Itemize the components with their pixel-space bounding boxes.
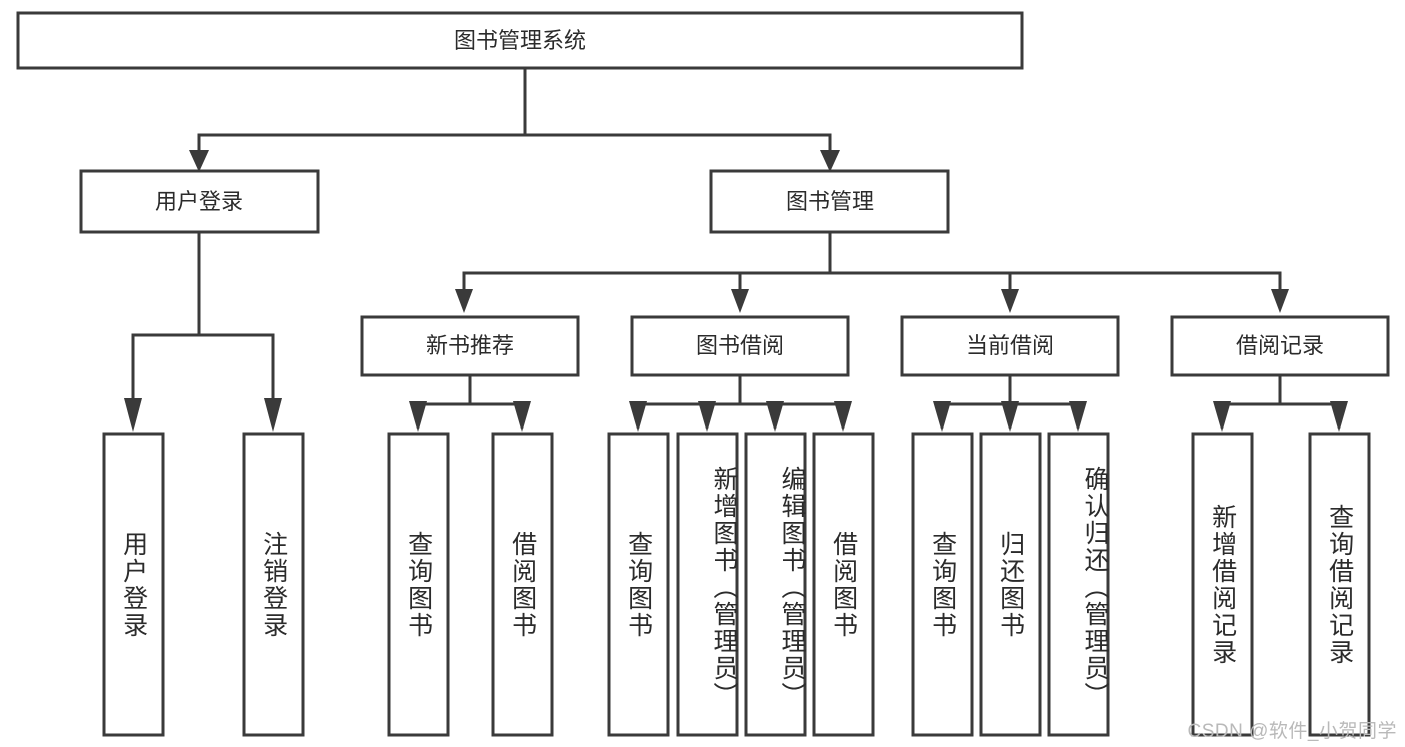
node-leaf-book-borrow-3-box[interactable] (744, 432, 807, 737)
arrowhead-borrow-record-leaf-1 (1213, 401, 1231, 432)
arrowhead-current-borrow-leaf-2 (1001, 401, 1019, 432)
arrowhead-user-login (189, 150, 209, 172)
node-book-borrow-box[interactable] (630, 315, 850, 377)
arrowhead-new-book-leaf-1 (409, 401, 427, 432)
node-user-login-label: 用户登录 (155, 189, 243, 214)
arrowhead-new-book-leaf-2 (513, 401, 531, 432)
arrowhead-new-book (455, 289, 473, 313)
node-leaf-user-login-1-box[interactable] (102, 432, 165, 737)
arrowhead-user-login-leaf-2 (264, 398, 282, 432)
node-leaf-current-borrow-3-box[interactable] (1047, 432, 1110, 737)
node-leaf-new-book-1-box[interactable] (387, 432, 450, 737)
arrowhead-current-borrow-leaf-1 (933, 401, 951, 432)
node-leaf-book-borrow-1-box[interactable] (607, 432, 670, 737)
node-borrow-record-label: 借阅记录 (1236, 333, 1324, 358)
arrowhead-current-borrow (1001, 289, 1019, 313)
node-current-borrow-box[interactable] (900, 315, 1120, 377)
node-new-book-box[interactable] (360, 315, 580, 377)
node-leaf-borrow-record-2-box[interactable] (1308, 432, 1371, 737)
node-leaf-book-borrow-2-box[interactable] (676, 432, 739, 737)
arrowhead-book-borrow-leaf-4 (834, 401, 852, 432)
arrowhead-borrow-record-leaf-2 (1330, 401, 1348, 432)
node-root-box[interactable] (16, 11, 1024, 70)
node-book-manage-box[interactable] (709, 169, 950, 234)
node-leaf-current-borrow-1-box[interactable] (911, 432, 974, 737)
node-current-borrow-label: 当前借阅 (966, 333, 1054, 358)
arrowhead-layer (124, 150, 1348, 432)
node-leaf-user-login-2-box[interactable] (242, 432, 305, 737)
arrowhead-book-borrow-leaf-2 (698, 401, 716, 432)
arrowhead-user-login-leaf-1 (124, 398, 142, 432)
arrowhead-book-borrow (731, 289, 749, 313)
arrowhead-current-borrow-leaf-3 (1069, 401, 1087, 432)
node-leaf-book-borrow-4-box[interactable] (812, 432, 875, 737)
node-leaf-current-borrow-2-box[interactable] (979, 432, 1042, 737)
node-root-label: 图书管理系统 (454, 28, 586, 53)
csdn-watermark: CSDN @软件_小贺同学 (1187, 721, 1397, 742)
node-leaf-new-book-2-box[interactable] (491, 432, 554, 737)
arrowhead-book-manage (820, 150, 840, 172)
arrowhead-book-borrow-leaf-3 (766, 401, 784, 432)
node-borrow-record-box[interactable] (1170, 315, 1390, 377)
node-book-borrow-label: 图书借阅 (696, 333, 784, 358)
node-new-book-label: 新书推荐 (426, 333, 514, 358)
arrowhead-book-borrow-leaf-1 (629, 401, 647, 432)
node-layer: 图书管理系统 用户登录 图书管理 新书推荐 图书借阅 当前借阅 借阅记录 (16, 11, 1390, 737)
arrowhead-borrow-record (1271, 289, 1289, 313)
node-user-login-box[interactable] (79, 169, 320, 234)
node-leaf-borrow-record-1-box[interactable] (1191, 432, 1254, 737)
node-book-manage-label: 图书管理 (786, 189, 874, 214)
